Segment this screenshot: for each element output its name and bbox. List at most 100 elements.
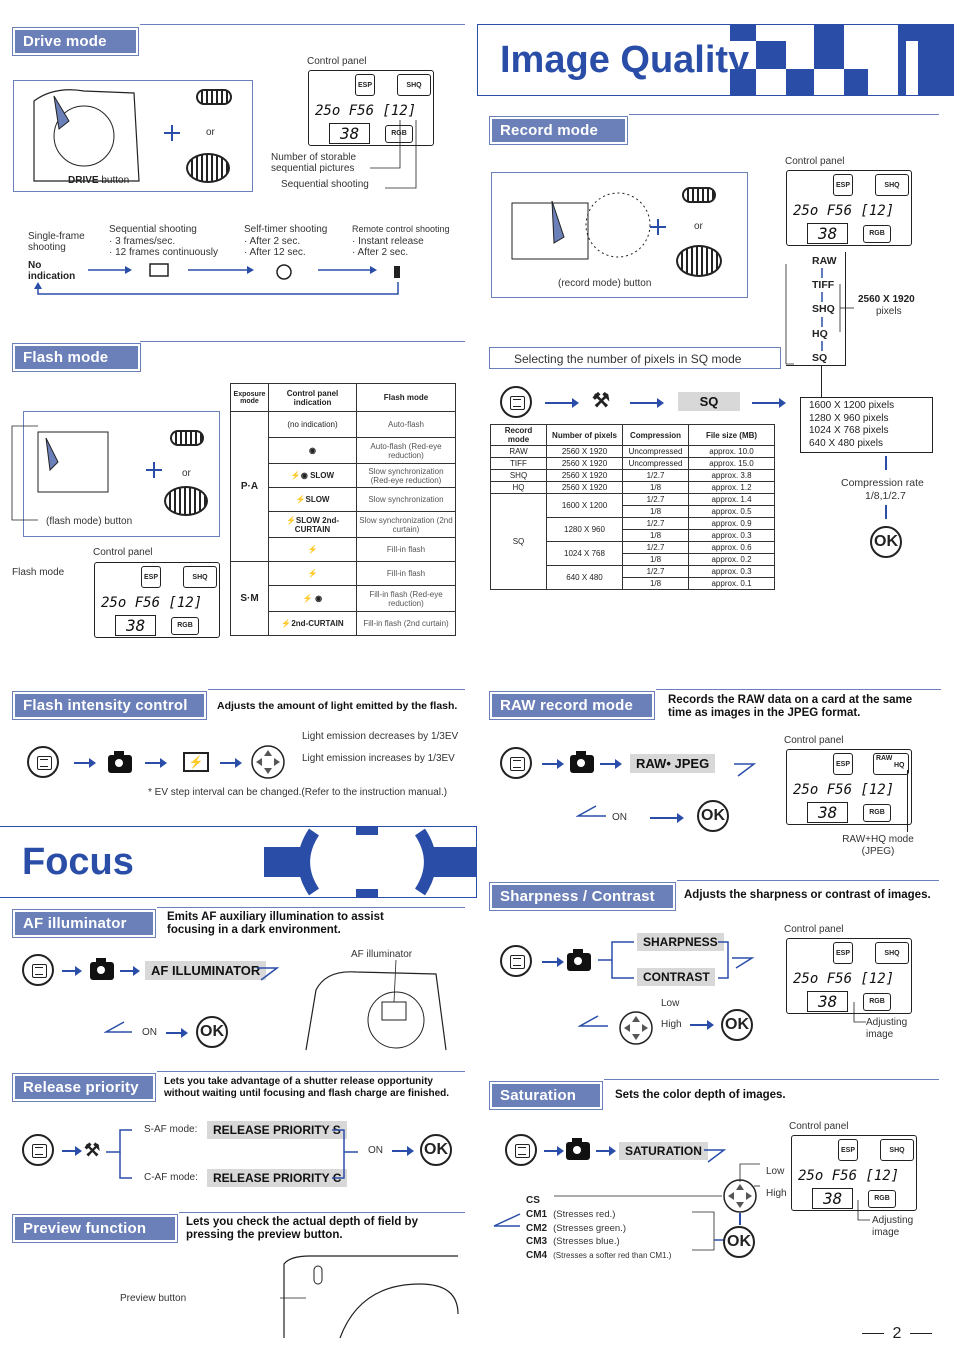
preview-desc: Lets you check the actual depth of field…: [186, 1216, 418, 1241]
contrast-menu-item[interactable]: CONTRAST: [637, 968, 715, 986]
camera-icon: [567, 949, 591, 971]
control-panel-sharp: ESP SHQ 25o F56 [12] 38 RGB: [786, 938, 912, 1014]
af-illuminator-menu-item[interactable]: AF ILLUMINATOR: [145, 961, 267, 980]
self-1: · After 2 sec.: [244, 236, 301, 247]
menu-icon[interactable]: [27, 746, 59, 778]
col-indication: Control panel indication: [268, 383, 357, 412]
sharpness-contrast-heading: Sharpness / Contrast: [489, 882, 676, 911]
af-illuminator-label: AF illuminator: [351, 949, 413, 960]
or-label: or: [206, 127, 215, 138]
ok-button[interactable]: OK: [721, 1009, 753, 1041]
menu-icon[interactable]: [22, 954, 54, 986]
single-frame-label: Single-frame shooting: [28, 231, 85, 253]
sq-down-arrow: [885, 456, 887, 470]
caf-label: C-AF mode:: [144, 1172, 198, 1183]
record-cell-size: approx. 0.2: [688, 553, 775, 566]
lcd-top-sat: 25o F56 [12]: [798, 1168, 900, 1184]
exposure-pa: P·A: [230, 411, 269, 562]
flash-indication: ⚡: [268, 537, 357, 562]
record-mode-table: Record mode Number of pixels Compression…: [490, 424, 775, 590]
sharpness-menu-item[interactable]: SHARPNESS: [637, 933, 724, 951]
raw-tag: RAW: [876, 755, 893, 762]
sq-menu-item[interactable]: SQ: [678, 392, 740, 411]
flash-button-leader: [11, 425, 38, 521]
ok-button[interactable]: OK: [870, 526, 902, 558]
flash-mode-value: Slow synchronization (Red-eye reduction): [356, 463, 456, 488]
menu-icon[interactable]: [500, 747, 532, 779]
flash-compensation-icon: ⚡: [183, 752, 209, 772]
af-desc: Emits AF auxiliary illumination to assis…: [167, 911, 384, 936]
record-cell: 2560 X 1920: [546, 457, 623, 470]
flash-int-rule: [208, 689, 465, 690]
arrow: [120, 966, 140, 976]
command-dial-top: [196, 89, 232, 105]
lcd-top-record: 25o F56 [12]: [793, 203, 895, 219]
arrow-pad-icon[interactable]: [618, 1008, 658, 1048]
cm-item: CM1(Stresses red.): [526, 1208, 671, 1222]
exposure-sm: S·M: [230, 561, 269, 636]
ok-button[interactable]: OK: [420, 1134, 452, 1166]
raw-jpeg-menu-item[interactable]: RAW• JPEG: [630, 754, 716, 773]
arrow: [630, 398, 664, 408]
flash-intensity-desc: Adjusts the amount of light emitted by t…: [217, 700, 458, 712]
focus-banner: Focus: [0, 826, 477, 898]
branch-lines: [106, 1129, 132, 1179]
record-cell: 1/2.7: [622, 469, 689, 482]
sharp-desc: Adjusts the sharpness or contrast of ima…: [684, 889, 931, 901]
menu-icon[interactable]: [22, 1134, 54, 1166]
return-arrow-icon: [578, 1015, 608, 1027]
low-label-sat: Low: [766, 1166, 785, 1177]
increase-label: Light emission increases by 1/3EV: [302, 753, 455, 764]
saturation-menu-item[interactable]: SATURATION: [619, 1142, 708, 1160]
remote-title: Remote control shooting: [352, 224, 450, 234]
control-panel-label-sharp: Control panel: [784, 924, 844, 935]
record-mode-shq: SHQ: [812, 303, 835, 315]
control-panel-drive: ESP SHQ 25o F56 [12] 38 RGB: [308, 70, 434, 146]
drive-mode-heading: Drive mode: [12, 27, 139, 56]
record-cell: Uncompressed: [622, 445, 689, 458]
arrow: [542, 759, 564, 769]
col-file-size: File size (MB): [688, 424, 775, 446]
control-panel-flash: ESP SHQ 25o F56 [12] 38 RGB: [94, 562, 220, 638]
arrow-pad-icon[interactable]: [250, 742, 290, 782]
cm-value: (Stresses a softer red than CM1.): [553, 1250, 672, 1260]
drive-rule: [140, 24, 465, 25]
cm-item: CM3(Stresses blue.): [526, 1235, 671, 1249]
lcd-top-flash: 25o F56 [12]: [101, 595, 203, 611]
ok-button[interactable]: OK: [697, 800, 729, 832]
seq-1: · 3 frames/sec.: [109, 236, 176, 247]
release-priority-s-item[interactable]: RELEASE PRIORITY S: [207, 1121, 347, 1139]
preview-button-label: Preview button: [120, 1293, 187, 1304]
record-cell: TIFF: [490, 457, 547, 470]
adjusting-leader: [853, 1002, 866, 1023]
flash-indication: ⚡SLOW 2nd-CURTAIN: [268, 511, 357, 538]
esp-indicator: ESP: [355, 74, 375, 96]
record-dial-top: [682, 187, 716, 203]
branch-lines: [598, 941, 634, 979]
on-label: ON: [368, 1145, 383, 1156]
ok-button[interactable]: OK: [196, 1016, 228, 1048]
adjusting-image-label-sharp: Adjusting image: [866, 1017, 908, 1040]
flash-rule: [140, 341, 465, 342]
esp-indicator-record: ESP: [833, 174, 853, 196]
ok-button[interactable]: OK: [723, 1226, 755, 1258]
menu-icon[interactable]: [500, 945, 532, 977]
record-mode-heading: Record mode: [489, 116, 628, 145]
af-camera-drawing: [305, 960, 447, 1051]
control-panel-sat: ESP SHQ 25o F56 [12] 38 RGB: [791, 1135, 917, 1211]
menu-icon[interactable]: [505, 1134, 537, 1166]
esp-indicator-sharp: ESP: [833, 942, 853, 964]
flash-indication: ⚡: [268, 561, 357, 586]
flash-mode-value: Fill-in flash: [356, 537, 456, 562]
arrow: [545, 398, 579, 408]
record-cell-compression: 1/2.7: [622, 541, 689, 554]
flash-indication: ⚡◉ SLOW: [268, 463, 357, 488]
decrease-label: Light emission decreases by 1/3EV: [302, 731, 459, 742]
release-priority-c-item[interactable]: RELEASE PRIORITY C: [207, 1169, 348, 1187]
sequential-label: Sequential shooting: [281, 179, 369, 190]
arrow: [690, 1020, 714, 1030]
menu-icon[interactable]: [500, 386, 532, 418]
flash-dial-bottom: [164, 486, 208, 516]
